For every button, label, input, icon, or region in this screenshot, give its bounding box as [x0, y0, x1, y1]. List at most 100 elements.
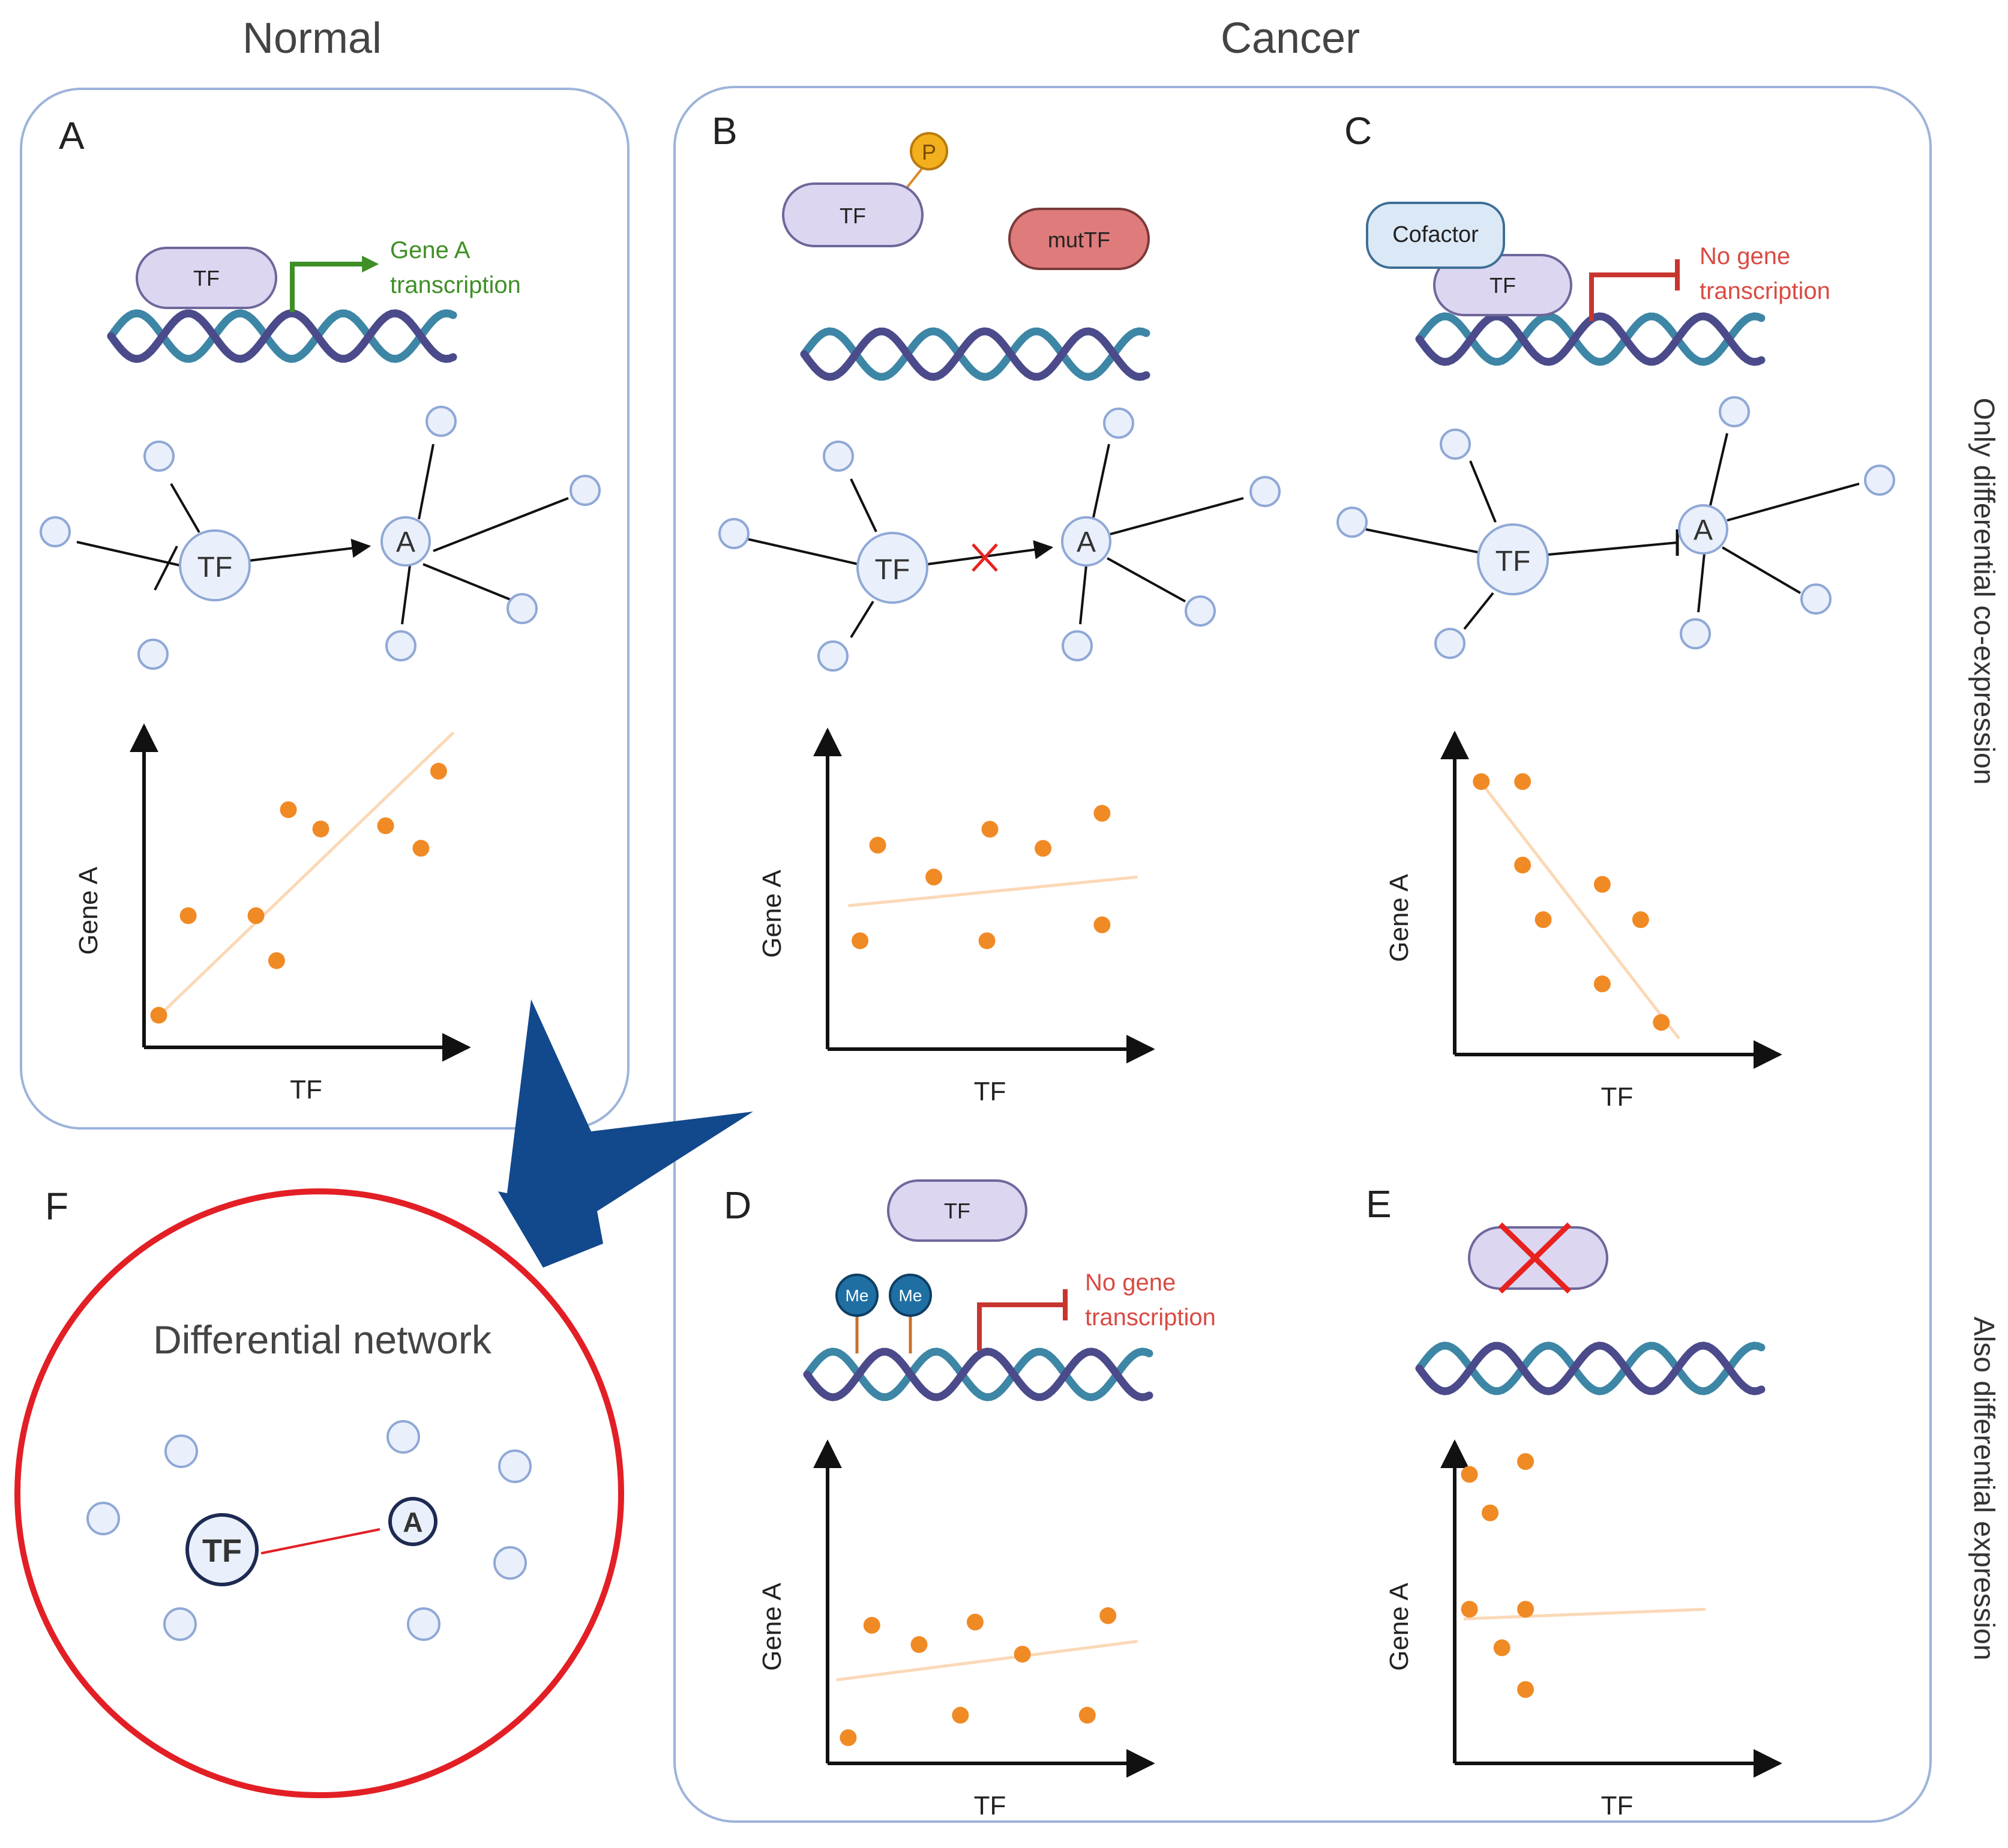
- data-point: [280, 801, 297, 819]
- network-node: [498, 1449, 532, 1483]
- dna-helix-icon: [107, 309, 457, 363]
- data-point: [863, 1616, 880, 1634]
- network-node: [86, 1502, 120, 1535]
- tf-hub-node: [856, 532, 928, 604]
- trend-line: [848, 875, 1138, 907]
- panel-label-d: D: [724, 1184, 751, 1227]
- panel-e-molecular: [1415, 1222, 1766, 1395]
- network-edge: [1107, 557, 1186, 603]
- data-point: [1632, 911, 1649, 929]
- repression-arrow-icon: [977, 1302, 1065, 1350]
- dna-strand: [1415, 1341, 1766, 1395]
- gene-a-node: [1061, 516, 1111, 567]
- data-point: [1093, 805, 1111, 822]
- network-edge: [850, 600, 874, 639]
- data-point: [1653, 1014, 1670, 1031]
- gene-a-node: [1678, 504, 1728, 555]
- lost-edge-cross-stroke: [972, 543, 998, 572]
- tf-hub-label: TF: [875, 554, 910, 586]
- no-transcription-line2-c: transcription: [1700, 278, 1830, 304]
- network-edge: [433, 497, 569, 552]
- tf-hub-node: [1477, 523, 1549, 595]
- header-cancer: Cancer: [1221, 14, 1360, 62]
- data-point: [1482, 1504, 1499, 1521]
- differential-network-circle: [14, 1188, 624, 1798]
- gene-a-node-label: A: [403, 1506, 422, 1538]
- network-node: [1103, 408, 1134, 439]
- network-edge: [76, 541, 181, 567]
- cofactor-label: Cofactor: [1392, 222, 1479, 247]
- data-point: [1593, 975, 1611, 993]
- data-point: [1593, 876, 1611, 893]
- dna-helix-icon: [803, 1347, 1153, 1401]
- network-a: TFA: [40, 406, 601, 670]
- network-edge: [1079, 565, 1087, 625]
- cofactor-protein: [1366, 202, 1505, 269]
- tf-label-a: TF: [193, 266, 220, 290]
- data-point: [1093, 916, 1111, 933]
- tf-protein-b: [782, 182, 924, 247]
- network-edge: [422, 563, 516, 603]
- network-node: [137, 639, 169, 670]
- network-node: [570, 475, 601, 506]
- network-edge: [1365, 528, 1478, 553]
- dna-strand: [1415, 312, 1766, 366]
- y-axis-label: Gene A: [757, 1582, 787, 1670]
- dna-helix-icon: [1415, 1341, 1766, 1395]
- trend-line: [151, 731, 455, 1023]
- network-node: [1185, 595, 1216, 627]
- regulatory-edge: [927, 540, 1054, 565]
- network-edge: [1727, 483, 1860, 522]
- network-node: [386, 1420, 420, 1454]
- network-node: [493, 1546, 527, 1580]
- data-point: [1035, 840, 1052, 857]
- network-edge: [418, 444, 434, 520]
- network-node: [163, 1607, 197, 1641]
- network-node: [385, 630, 416, 661]
- data-point: [1014, 1646, 1031, 1663]
- phosphate-label: P: [922, 140, 936, 164]
- data-point: [840, 1729, 857, 1747]
- side-label-coexpression: Only differential co-expression: [1968, 398, 2000, 785]
- network-c: TFA: [1336, 396, 1895, 659]
- data-point: [179, 907, 197, 924]
- transcription-arrow-icon: [290, 256, 379, 312]
- panel-a-molecular: TF Gene A transcription: [107, 237, 521, 363]
- data-point: [952, 1706, 969, 1724]
- panel-b-molecular: P TF mutTF: [782, 132, 1150, 381]
- panel-label-b: B: [712, 109, 738, 152]
- data-point: [978, 932, 996, 950]
- gene-a-node-label: A: [396, 526, 415, 558]
- data-point: [1078, 1706, 1096, 1724]
- panel-d-molecular: TF Me Me No gene transcription: [803, 1179, 1216, 1401]
- mutant-tf-protein: [1008, 208, 1150, 270]
- network-node: [1336, 507, 1368, 538]
- gene-a-node-label: A: [1077, 526, 1096, 558]
- data-point: [910, 1636, 928, 1654]
- data-point: [1514, 856, 1532, 874]
- network-node: [1062, 630, 1093, 661]
- y-axis-label: Gene A: [74, 866, 103, 954]
- network-edge: [747, 538, 859, 565]
- panel-label-c: C: [1344, 109, 1372, 152]
- network-edge: [1709, 433, 1728, 506]
- x-axis-label: TF: [1601, 1082, 1634, 1112]
- data-point: [1517, 1681, 1535, 1698]
- trend-line: [1474, 774, 1680, 1040]
- data-point: [1461, 1601, 1478, 1618]
- differential-edge: [260, 1528, 380, 1555]
- network-edge: [1721, 546, 1802, 594]
- methyl-label-1: Me: [846, 1286, 869, 1305]
- tf-hub-node: [179, 529, 251, 601]
- panel-c-molecular: TF Cofactor No gene transcription: [1366, 202, 1830, 366]
- gene-a-node: [388, 1497, 437, 1546]
- data-point: [1473, 773, 1490, 790]
- dna-strand: [107, 309, 457, 363]
- phosphate-icon: [910, 132, 948, 170]
- data-point: [1099, 1607, 1117, 1624]
- no-transcription-line2-d: transcription: [1085, 1304, 1216, 1331]
- tf-label-d: TF: [944, 1199, 970, 1223]
- tf-hub-label: TF: [202, 1533, 242, 1569]
- tf-label-b: TF: [840, 203, 866, 228]
